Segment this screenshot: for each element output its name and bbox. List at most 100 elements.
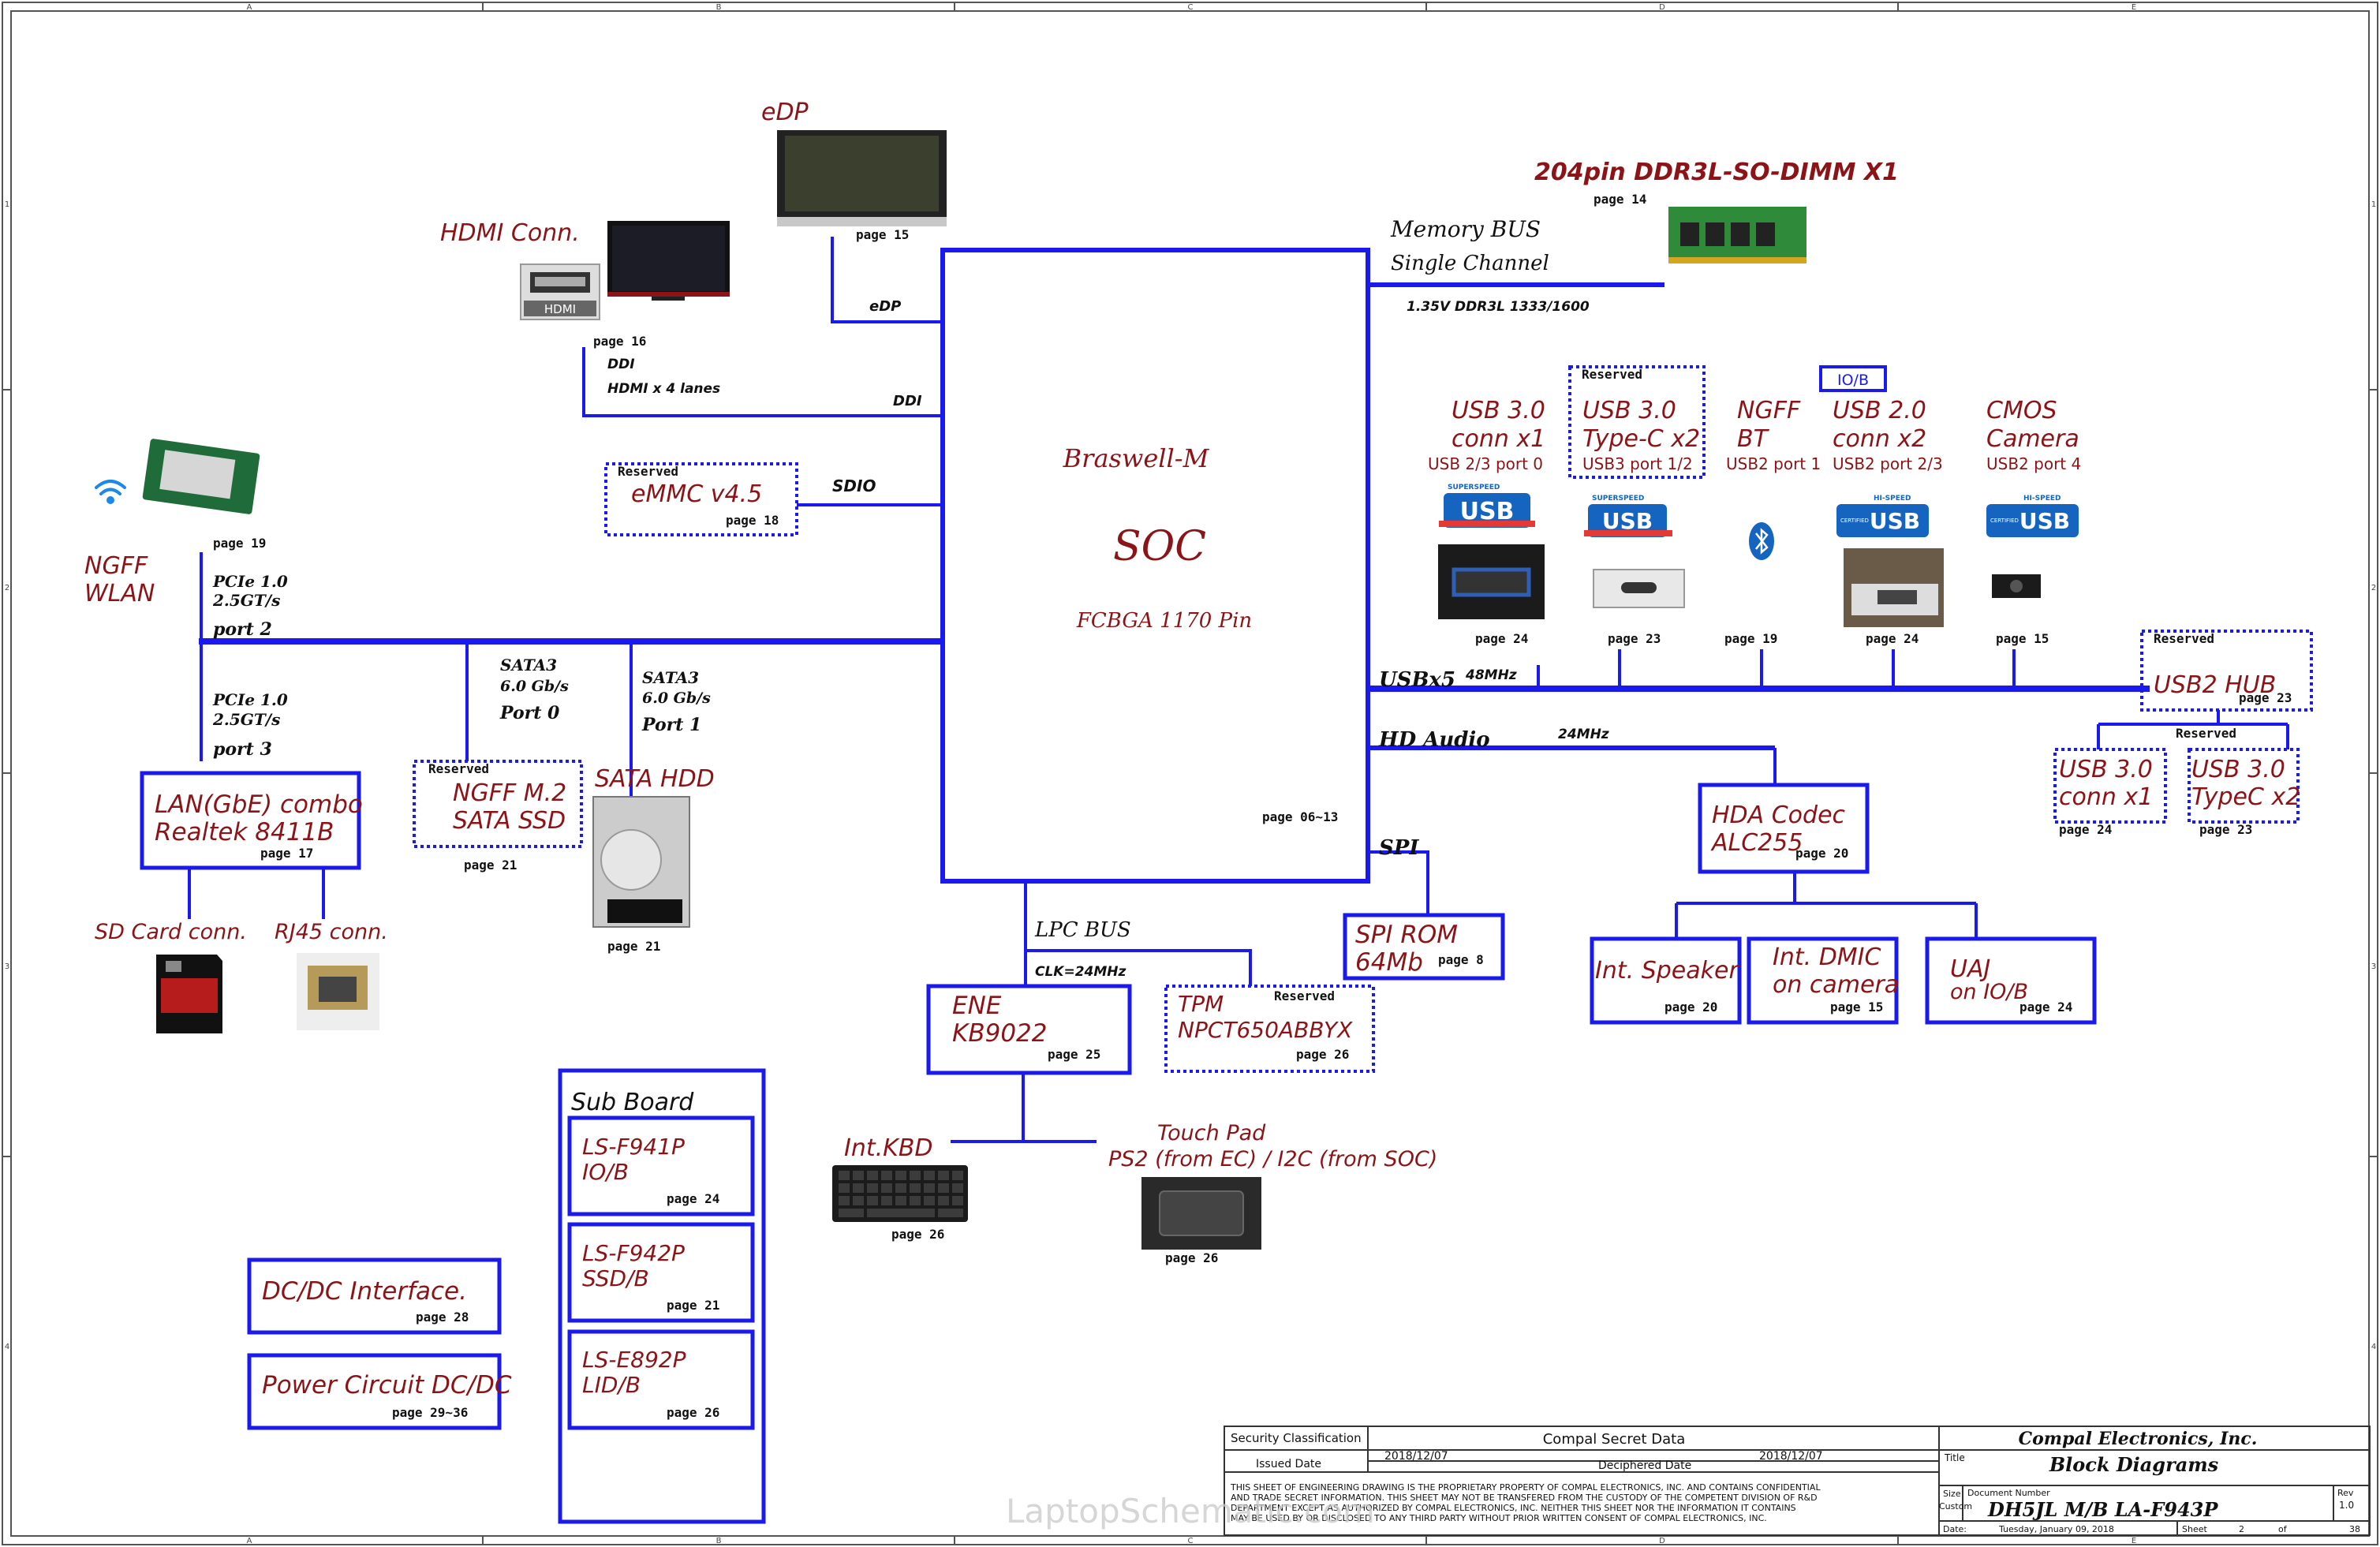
col-label-d: D xyxy=(1659,3,1665,12)
usb-device-port: USB2 port 4 xyxy=(1986,454,2081,473)
svg-text:USB: USB xyxy=(1602,508,1653,534)
soc-subtitle: SOC xyxy=(1113,523,1206,570)
subboard-item-box xyxy=(567,1115,755,1216)
usb-device-page: page 19 xyxy=(1724,631,1777,646)
memory-channel-label: Single Channel xyxy=(1391,252,1549,275)
lan-port: port 3 xyxy=(213,739,272,760)
subboard-item-model: LS-F942P xyxy=(582,1240,685,1266)
document-number-label: Document Number xyxy=(1967,1488,2050,1498)
col-label-a-bottom: A xyxy=(247,1537,252,1545)
hdd-port: Port 1 xyxy=(641,715,701,735)
sdcard-image xyxy=(156,955,222,1033)
lan-block: PCIe 1.0 2.5GT/s port 3 LAN(GbE) combo R… xyxy=(140,690,363,870)
usb-hispeed-logo: HI-SPEED USB CERTIFIED xyxy=(1836,495,1929,537)
custom-label: Custom xyxy=(1939,1501,1972,1512)
audio-clock: 24MHz xyxy=(1558,727,1609,742)
col-label-d-bottom: D xyxy=(1659,1537,1665,1545)
deciphered-date-label: Deciphered Date xyxy=(1598,1459,1691,1472)
soc-box xyxy=(940,248,1370,884)
subboard-item-name: SSD/B xyxy=(582,1265,649,1291)
rj45-block: RJ45 conn. xyxy=(275,920,388,1030)
usb-device-page: page 23 xyxy=(1608,631,1661,646)
lan-bus-pcie: PCIe 1.0 xyxy=(212,690,288,709)
usb-typec-reserved-tag: Reserved xyxy=(1582,367,1642,382)
col-label-c-bottom: C xyxy=(1188,1537,1194,1545)
emmc-page: page 18 xyxy=(726,513,779,528)
subboard-item-model: LS-E892P xyxy=(582,1347,686,1373)
usb2-iob-tag: IO/B xyxy=(1837,372,1869,389)
edp-block: eDP page 15 eDP xyxy=(761,99,947,315)
soc-page: page 06~13 xyxy=(1262,809,1338,824)
usb-bus-clock: 48MHz xyxy=(1465,667,1517,683)
sdcard-title: SD Card conn. xyxy=(95,920,247,944)
col-label-b-bottom: B xyxy=(716,1537,722,1545)
subboard-title: Sub Board xyxy=(571,1089,694,1116)
confidential-notice-3: DEPARTMENT EXCEPT AS AUTHORIZED BY COMPA… xyxy=(1231,1503,1796,1513)
title-block: Security Classification Compal Secret Da… xyxy=(1224,1426,2371,1536)
bt-device: NGFF BT USB2 port 1 page 19 xyxy=(1724,397,1821,646)
usb-typec-device: Reserved USB 3.0 Type-C x2 USB3 port 1/2… xyxy=(1568,365,1706,646)
usb-hub-reserved-tag: Reserved xyxy=(2154,631,2214,646)
hdmi-note-lanes: HDMI x 4 lanes xyxy=(607,381,720,397)
hdd-image xyxy=(592,796,690,928)
codec-page: page 20 xyxy=(1795,846,1848,861)
power-page: page 29~36 xyxy=(392,1405,468,1420)
spi-section: SPI SPI ROM 64Mb page 8 xyxy=(1343,836,1505,981)
rev-value: 1.0 xyxy=(2339,1500,2354,1511)
memory-bus-label: Memory BUS xyxy=(1390,216,1541,242)
hdd-bus-speed: 6.0 Gb/s xyxy=(642,689,711,707)
ec-box xyxy=(926,984,1132,1075)
lan-page: page 17 xyxy=(260,846,313,861)
subboard-item-box xyxy=(567,1222,755,1323)
col-label-b: B xyxy=(716,3,722,12)
wifi-icon xyxy=(95,480,126,504)
ssd-page: page 21 xyxy=(464,858,517,873)
ssd-title-sata: SATA SSD xyxy=(453,807,566,835)
lan-title: LAN(GbE) combo xyxy=(155,790,363,819)
svg-text:HI-SPEED: HI-SPEED xyxy=(2023,495,2061,503)
col-label-a: A xyxy=(247,3,252,12)
edp-page: page 15 xyxy=(856,227,909,242)
wlan-bus-pcie: PCIe 1.0 xyxy=(212,572,288,591)
row-label-2-right: 2 xyxy=(2371,584,2376,592)
touchpad-image xyxy=(1141,1177,1261,1250)
wlan-port: port 2 xyxy=(213,619,272,640)
usb2-port-image xyxy=(1844,548,1944,627)
memory-title: 204pin DDR3L-SO-DIMM X1 xyxy=(1534,159,1899,186)
camera-device: CMOS Camera USB2 port 4 HI-SPEED USB CER… xyxy=(1986,397,2081,646)
usb-device-title: NGFF xyxy=(1737,397,1801,424)
size-label: Size xyxy=(1943,1489,1961,1499)
usb-typec-reserved-box xyxy=(1568,365,1706,479)
row-label-4-right: 4 xyxy=(2371,1343,2376,1351)
row-label-3: 3 xyxy=(5,962,9,971)
svg-text:SUPERSPEED: SUPERSPEED xyxy=(1448,484,1500,491)
title-label: Title xyxy=(1944,1452,1965,1463)
svg-text:CERTIFIED: CERTIFIED xyxy=(1990,518,2019,524)
uaj-box xyxy=(1925,936,2097,1025)
audio-bus-label: HD Audio xyxy=(1378,728,1490,752)
emmc-block: Reserved eMMC v4.5 page 18 SDIO xyxy=(604,462,876,536)
usb-device-page: page 15 xyxy=(1996,631,2049,646)
usb-typec-port-image xyxy=(1593,569,1685,608)
uaj-subtitle: on IO/B xyxy=(1950,980,2028,1004)
soc-package: FCBGA 1170 Pin xyxy=(1076,609,1252,633)
tpm-page: page 26 xyxy=(1296,1047,1349,1062)
sdcard-block: SD Card conn. xyxy=(95,920,247,1033)
tpm-title: TPM xyxy=(1178,991,1224,1017)
sheet-total: 38 xyxy=(2349,1524,2360,1534)
wlan-bus-speed: 2.5GT/s xyxy=(212,591,280,610)
touchpad-page: page 26 xyxy=(1165,1250,1218,1265)
soc-title: Braswell-M xyxy=(1063,443,1210,473)
ssd-title-ngff: NGFF M.2 xyxy=(453,779,566,807)
sheet-title: Block Diagrams xyxy=(2049,1453,2219,1476)
lpc-bus-label: LPC BUS xyxy=(1034,918,1131,942)
date-label: Date: xyxy=(1943,1524,1967,1534)
svg-text:USB: USB xyxy=(2019,508,2070,534)
ssd-reserved-tag: Reserved xyxy=(428,761,489,776)
kbd-title: Int.KBD xyxy=(844,1134,933,1162)
dcdc-page: page 28 xyxy=(416,1310,469,1325)
wlan-block: NGFF WLAN page 19 PCIe 1.0 2.5GT/s port … xyxy=(84,439,288,640)
usb-device-title: USB 3.0 xyxy=(1452,397,1545,424)
hdmi-title: HDMI Conn. xyxy=(440,219,580,247)
edp-panel-image xyxy=(777,130,947,226)
